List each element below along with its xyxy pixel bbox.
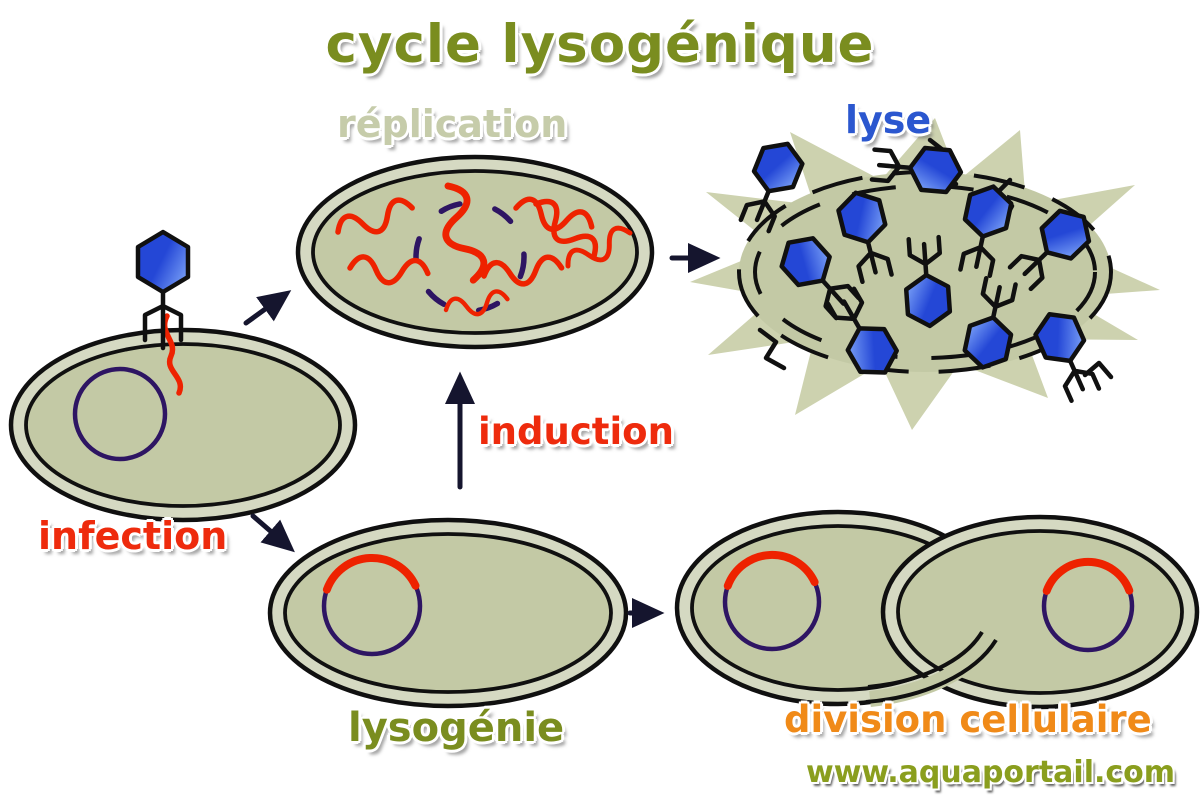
- bacterial-chromosome: [72, 366, 168, 462]
- label-replication: réplication: [337, 102, 568, 146]
- label-lyse: lyse: [845, 98, 932, 142]
- integrated-prophage: [1042, 557, 1134, 595]
- watermark-url: www.aquaportail.com: [806, 755, 1176, 790]
- diagram-title: cycle lysogénique: [325, 14, 875, 75]
- daughter-cell-right: [880, 514, 1200, 710]
- replication-cell: [295, 154, 655, 350]
- arrow-infection-to-replication: [243, 290, 292, 326]
- infection-cell: [8, 313, 358, 523]
- integrated-prophage: [322, 554, 420, 594]
- label-infection: infection: [38, 514, 228, 558]
- fragmented-chromosome: [413, 200, 527, 314]
- arrow-infection-to-lysogeny: [250, 513, 295, 553]
- lysis-burst: [690, 118, 1160, 430]
- attached-phage-icon: [135, 229, 191, 351]
- division-cells: [674, 509, 1200, 710]
- injected-phage-dna: [162, 313, 184, 396]
- integrated-prophage: [723, 550, 819, 590]
- cell-overlap-link: [865, 630, 1000, 707]
- label-lysogenie: lysogénie: [348, 705, 565, 751]
- lysogeny-cell: [267, 517, 629, 709]
- label-division-cellulaire: division cellulaire: [784, 698, 1152, 741]
- label-induction: induction: [478, 410, 674, 453]
